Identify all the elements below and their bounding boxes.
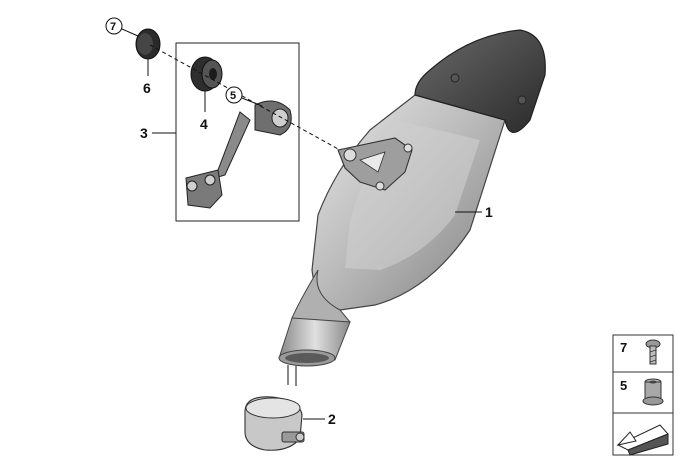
- callout-3: 3: [140, 125, 176, 141]
- arrow-symbol-icon: [616, 424, 669, 456]
- rubber-mount: [190, 56, 223, 92]
- callout-label-5: 5: [230, 90, 236, 102]
- bracket-assembly-frame: [175, 42, 300, 222]
- legend-label-sleeve: 5: [620, 378, 627, 393]
- callout-4: 4: [200, 91, 208, 132]
- callout-2: 2: [303, 411, 336, 427]
- cap: [135, 28, 161, 60]
- callout-label-6: 6: [143, 80, 151, 96]
- assembly-axis: [149, 44, 341, 151]
- callout-label-4: 4: [200, 116, 208, 132]
- bracket: [185, 100, 292, 209]
- callout-label-1: 1: [485, 204, 493, 220]
- sleeve-icon: [642, 378, 664, 406]
- callout-5: 5: [225, 86, 263, 107]
- callout-1: 1: [455, 204, 493, 220]
- parts-legend: 7 5: [612, 334, 674, 456]
- callout-label-2: 2: [328, 411, 336, 427]
- callout-label-7: 7: [110, 21, 116, 33]
- callout-6: 6: [143, 59, 151, 96]
- clamp: [244, 365, 305, 451]
- callout-label-3: 3: [140, 125, 148, 141]
- screw-icon: [645, 339, 661, 365]
- main-silencer: [278, 29, 546, 367]
- legend-label-screw: 7: [620, 340, 627, 355]
- silencer-mounting-bracket: [337, 137, 413, 191]
- callout-7: 7: [105, 17, 139, 37]
